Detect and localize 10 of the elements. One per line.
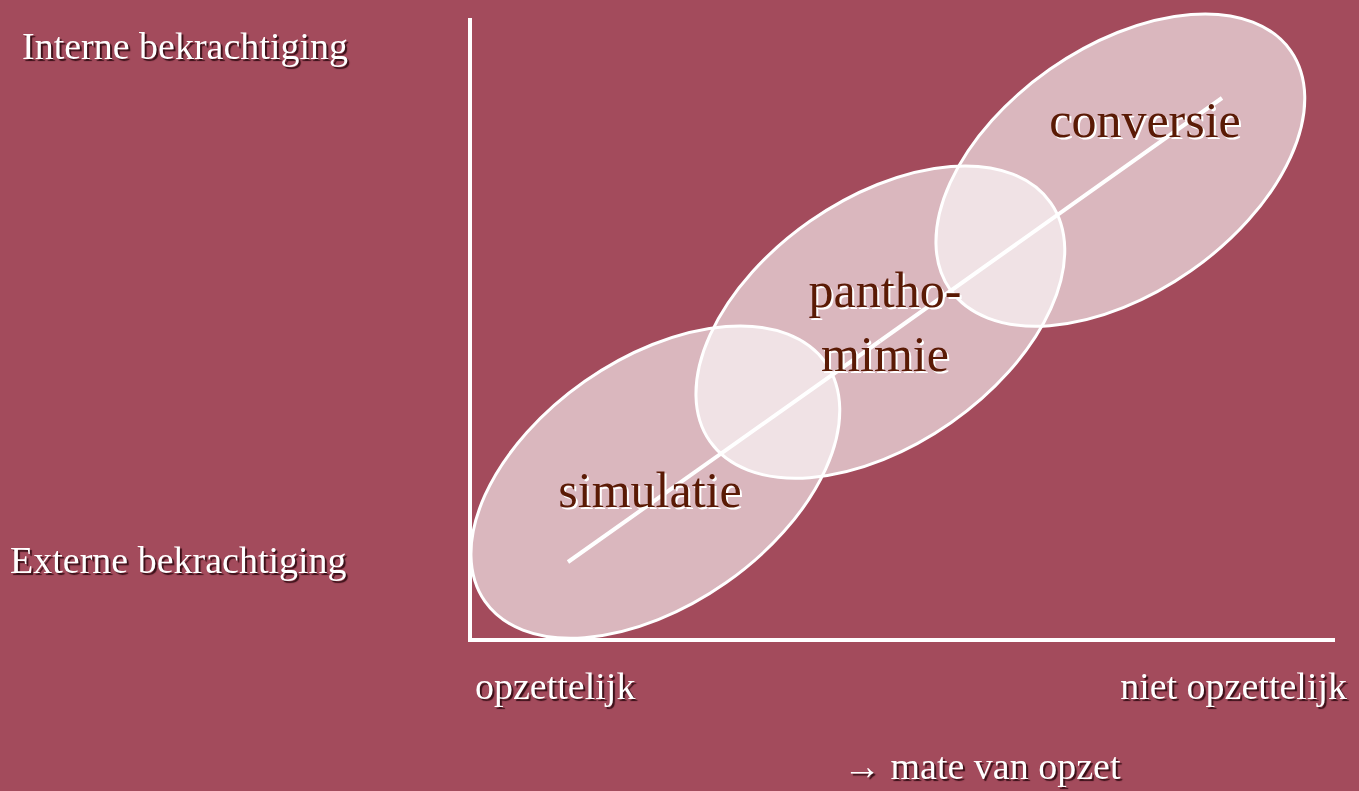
axis-title: → mate van opzet [843, 744, 1121, 788]
connector-line [878, 96, 1224, 343]
axis-label: opzettelijk [475, 664, 636, 708]
node-label: conversie [1048, 91, 1242, 150]
node-label: pantho- mimie [807, 261, 963, 384]
axis-label: Externe bekrachtiging [10, 538, 347, 582]
node-label: simulatie [557, 461, 743, 520]
connector-line [566, 339, 882, 564]
axis-label: niet opzettelijk [1120, 664, 1347, 708]
axis-label: Interne bekrachtiging [22, 24, 349, 68]
